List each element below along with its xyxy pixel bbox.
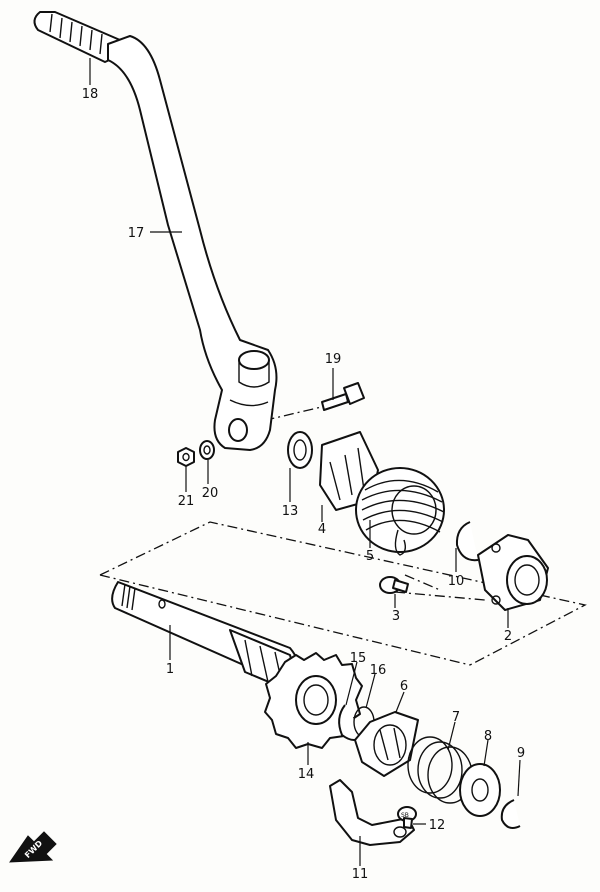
clamp-bolt — [321, 382, 365, 411]
oil-seal-13 — [287, 431, 313, 469]
label-6: 6 — [400, 679, 408, 694]
label-8: 8 — [484, 729, 492, 744]
label-14: 14 — [298, 767, 315, 782]
return-spring-5 — [355, 467, 445, 556]
label-12: 12 — [429, 818, 446, 833]
label-10: 10 — [448, 574, 465, 589]
spindle-guide-2 — [477, 534, 549, 611]
label-5: 5 — [366, 549, 374, 564]
circlip-10 — [455, 521, 479, 562]
washer-20 — [199, 440, 215, 460]
screw-12: SB — [397, 806, 417, 829]
label-18: 18 — [82, 87, 99, 102]
label-9: 9 — [517, 746, 525, 761]
label-19: 19 — [325, 352, 342, 367]
kick-lever — [107, 35, 278, 451]
label-16: 16 — [370, 663, 387, 678]
nut-21 — [177, 447, 195, 467]
label-1: 1 — [166, 662, 174, 677]
label-2: 2 — [504, 629, 512, 644]
washer-8 — [459, 763, 501, 817]
part-labels: 18 17 19 21 20 13 4 5 10 2 3 1 14 15 16 … — [82, 87, 525, 882]
label-11: 11 — [352, 867, 369, 882]
label-13: 13 — [282, 504, 299, 519]
kick-gear-14 — [264, 652, 363, 749]
label-21: 21 — [178, 494, 195, 509]
label-3: 3 — [392, 609, 400, 624]
label-20: 20 — [202, 486, 219, 501]
fwd-arrow-icon: FWD — [9, 831, 57, 863]
label-17: 17 — [128, 226, 145, 241]
screw-3 — [379, 576, 409, 594]
circlip-9 — [500, 799, 521, 829]
screw-marking: SB — [401, 812, 409, 819]
label-7: 7 — [452, 710, 460, 725]
label-15: 15 — [350, 651, 367, 666]
ratchet-6 — [354, 711, 419, 777]
label-4: 4 — [318, 522, 326, 537]
leader-lines — [89, 58, 521, 866]
